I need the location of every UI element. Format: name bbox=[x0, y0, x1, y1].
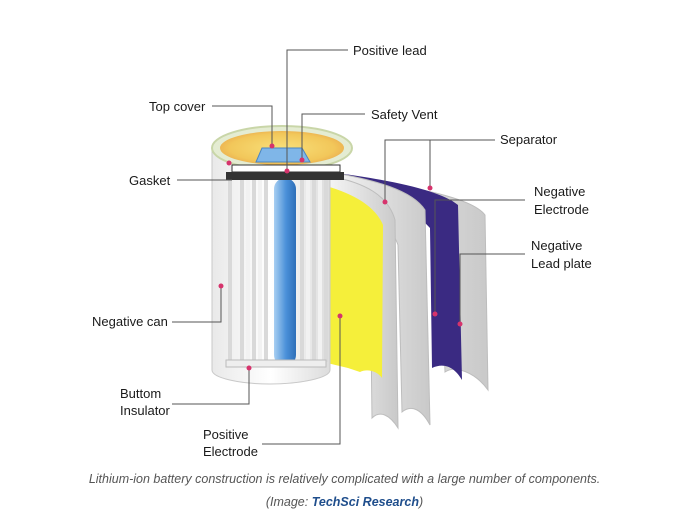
dot-negative-electrode bbox=[432, 311, 438, 317]
gasket bbox=[226, 172, 344, 180]
dot-negative-can bbox=[218, 283, 224, 289]
caption-text: Lithium-ion battery construction is rela… bbox=[88, 472, 601, 486]
dot-gasket bbox=[226, 160, 232, 166]
label-negative-electrode-line2: Electrode bbox=[534, 202, 589, 217]
electrode-stack-strip bbox=[240, 180, 244, 362]
leader-negative-electrode bbox=[434, 199, 525, 314]
electrode-stack-strip bbox=[324, 180, 328, 362]
label-negative-lead-plate-line1: Negative bbox=[531, 238, 582, 253]
positive-electrode-sheet bbox=[322, 185, 383, 378]
core-rod bbox=[274, 178, 296, 366]
electrode-stack-strip bbox=[252, 180, 256, 362]
dot-separator-2 bbox=[427, 185, 433, 191]
leader-positive-electrode bbox=[262, 316, 341, 445]
dot-negative-lead-plate bbox=[457, 321, 463, 327]
dot-separator-1 bbox=[382, 199, 388, 205]
leader-top-cover bbox=[212, 105, 273, 146]
caption-credit: (Image: TechSci Research) bbox=[0, 495, 689, 509]
label-separator: Separator bbox=[500, 132, 558, 147]
label-buttom-insulator-line1: Buttom bbox=[120, 386, 161, 401]
label-negative-electrode-line1: Negative bbox=[534, 184, 585, 199]
dot-positive-electrode bbox=[337, 313, 343, 319]
label-negative-can: Negative can bbox=[92, 314, 168, 329]
label-top-cover: Top cover bbox=[149, 99, 206, 114]
dot-safety-vent bbox=[299, 157, 305, 163]
electrode-stack-strip bbox=[258, 180, 262, 362]
label-safety-vent: Safety Vent bbox=[371, 107, 438, 122]
dot-buttom-insulator bbox=[246, 365, 252, 371]
electrode-stack-strip bbox=[318, 180, 322, 362]
dot-top-cover bbox=[269, 143, 275, 149]
dot-positive-lead bbox=[284, 168, 290, 174]
leader-negative-can bbox=[172, 286, 222, 323]
caption-prefix: (Image: bbox=[265, 495, 312, 509]
label-buttom-insulator-line2: Insulator bbox=[120, 403, 171, 418]
electrode-stack-strip bbox=[300, 180, 304, 362]
electrode-stack-strip bbox=[234, 180, 238, 362]
label-positive-lead: Positive lead bbox=[353, 43, 427, 58]
electrode-stack-strip bbox=[246, 180, 250, 362]
electrode-stack-strip bbox=[264, 180, 268, 362]
caption-source-link[interactable]: TechSci Research bbox=[311, 495, 419, 509]
electrode-stack-strip bbox=[306, 180, 310, 362]
electrode-stack-strip bbox=[228, 180, 232, 362]
leader-buttom-insulator bbox=[172, 368, 250, 405]
leader-positive-lead bbox=[286, 49, 348, 171]
negative-electrode-sheet bbox=[330, 172, 462, 380]
battery-diagram: Positive lead Top cover Safety Vent Sepa… bbox=[92, 43, 592, 459]
label-positive-electrode-line1: Positive bbox=[203, 427, 249, 442]
label-negative-lead-plate-line2: Lead plate bbox=[531, 256, 592, 271]
electrode-stack-strip bbox=[312, 180, 316, 362]
leader-separator-left bbox=[384, 139, 431, 202]
figure-caption: Lithium-ion battery construction is rela… bbox=[0, 470, 689, 509]
leader-negative-lead-plate bbox=[459, 253, 525, 324]
buttom-insulator bbox=[225, 359, 327, 368]
caption-suffix: ) bbox=[418, 495, 424, 509]
electrode-stack bbox=[228, 180, 328, 362]
label-gasket: Gasket bbox=[129, 173, 171, 188]
leader-safety-vent bbox=[301, 113, 365, 160]
label-positive-electrode-line2: Electrode bbox=[203, 444, 258, 459]
